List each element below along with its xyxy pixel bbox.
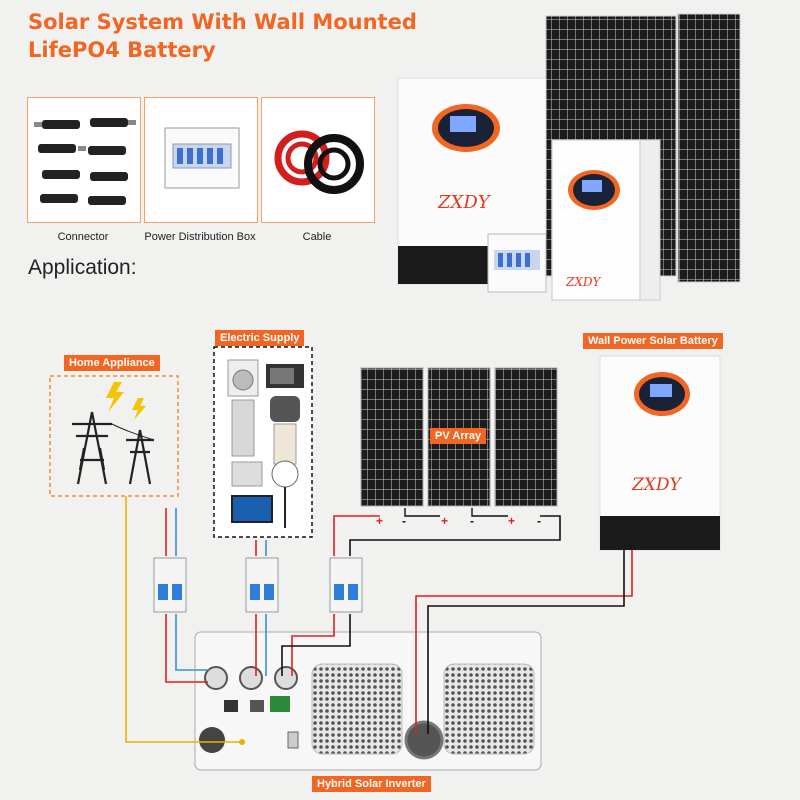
- top-distribution-box: [487, 233, 547, 293]
- connector-image: [27, 97, 141, 223]
- top-inverter-large: ZXDY: [397, 77, 547, 285]
- connector-icon: [34, 118, 136, 205]
- distribution-box-image: [144, 97, 258, 223]
- pv2-minus-label: -: [470, 514, 474, 528]
- distribution-box-label: Power Distribution Box: [144, 231, 256, 243]
- hybrid-inverter: [194, 631, 542, 771]
- cable-image: [261, 97, 375, 223]
- pv3-minus-label: -: [537, 514, 541, 528]
- home-appliance-box: [49, 375, 179, 497]
- top-inverter-large-brand: ZXDY: [437, 192, 492, 213]
- inverter-tag: Hybrid Solar Inverter: [312, 776, 431, 792]
- cable-label: Cable: [302, 231, 332, 243]
- pv3-plus-label: +: [508, 514, 515, 528]
- pv1-minus-label: -: [402, 514, 406, 528]
- pv-array-panels: [360, 367, 558, 507]
- title-line-2: LifePO4 Battery: [28, 38, 216, 62]
- breakers: [153, 557, 363, 613]
- title-line-1: Solar System With Wall Mounted: [28, 10, 417, 34]
- appliance-icons: [227, 359, 304, 528]
- page-title: Solar System With Wall Mounted LifePO4 B…: [28, 8, 417, 64]
- cable-icon: [274, 130, 364, 194]
- panel-jumpers: [404, 508, 508, 517]
- wall-battery-brand: ZXDY: [631, 475, 683, 495]
- pv2-plus-label: +: [441, 514, 448, 528]
- wall-battery: ZXDY: [599, 355, 721, 551]
- pv-array-tag: PV Array: [430, 428, 487, 444]
- lightning-icon: [106, 382, 146, 420]
- wiring: [125, 496, 633, 743]
- home-appliance-tag: Home Appliance: [64, 355, 160, 371]
- pv1-plus-label: +: [376, 514, 383, 528]
- electric-supply-tag: Electric Supply: [215, 330, 305, 346]
- distribution-box-icon: [164, 127, 240, 189]
- top-inverter-small: ZXDY: [551, 139, 661, 301]
- wall-battery-tag: Wall Power Solar Battery: [583, 333, 723, 349]
- top-inverter-small-brand: ZXDY: [565, 275, 602, 289]
- power-tower-icon: [72, 411, 155, 485]
- connector-label: Connector: [57, 231, 109, 243]
- application-heading: Application:: [28, 256, 137, 279]
